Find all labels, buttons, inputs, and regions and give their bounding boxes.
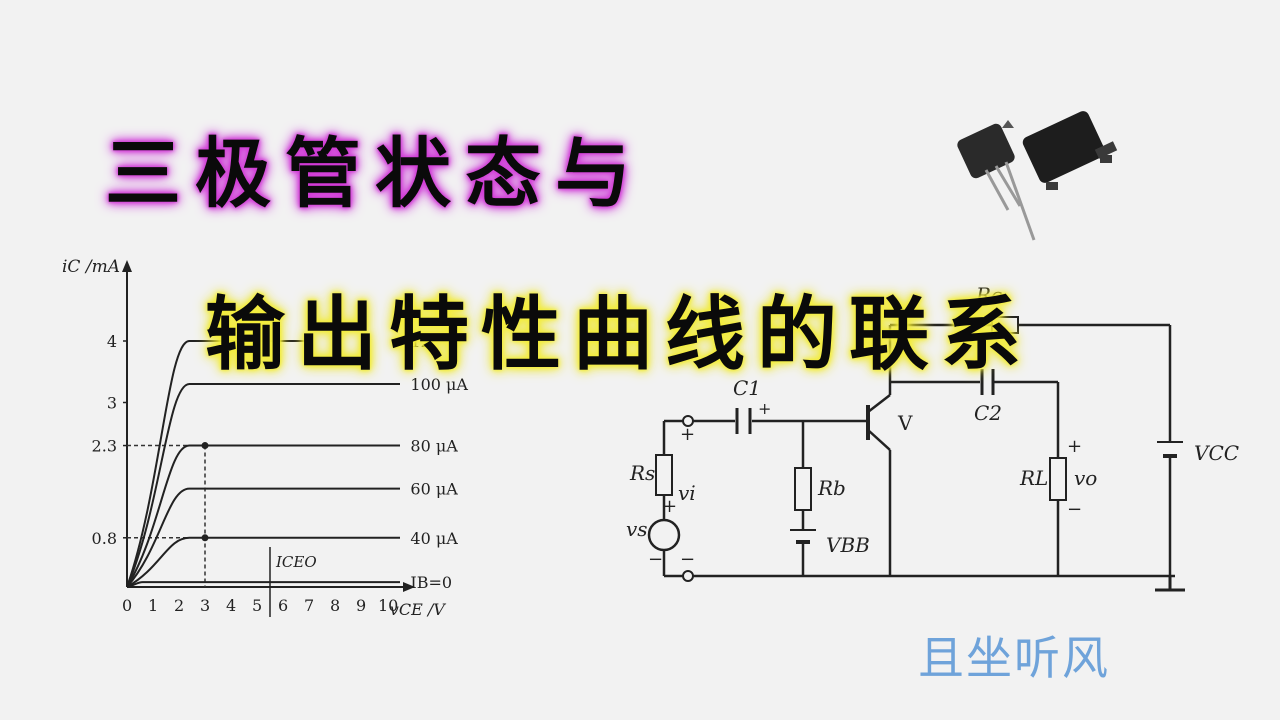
svg-text:−: − xyxy=(648,549,663,570)
x-tick-label: 1 xyxy=(148,596,158,615)
characteristic-curve xyxy=(126,536,400,588)
marked-point xyxy=(201,534,209,542)
characteristic-curve xyxy=(126,487,400,588)
c2-capacitor xyxy=(980,369,995,395)
y-axis-arrow xyxy=(122,260,132,272)
y-tick-label: 2.3 xyxy=(92,437,117,456)
label-rl: RL xyxy=(1019,466,1048,490)
iceo-label: ICEO xyxy=(275,553,317,571)
x-tick-label: 8 xyxy=(330,596,340,615)
x-tick-label: 7 xyxy=(304,596,314,615)
svg-text:+: + xyxy=(680,424,695,445)
label-rb: Rb xyxy=(817,476,846,500)
transistor-components-illustration xyxy=(957,111,1118,241)
label-c2: C2 xyxy=(974,401,1002,425)
c1-capacitor xyxy=(735,408,752,434)
svg-text:−: − xyxy=(1067,499,1082,520)
label-vo: vo xyxy=(1074,466,1097,490)
title-line-1: 三极管状态与 xyxy=(105,129,645,218)
to92-transistor-icon xyxy=(957,120,1036,241)
rs-resistor xyxy=(655,454,673,496)
label-vi: vi xyxy=(678,481,696,505)
svg-text:+: + xyxy=(662,496,677,517)
curve-label: 80 μA xyxy=(410,437,458,456)
rc-resistor xyxy=(991,316,1019,334)
rl-resistor xyxy=(1049,457,1067,501)
author-watermark: 且坐听风 xyxy=(918,631,1110,685)
x-tick-label: 0 xyxy=(122,596,132,615)
label-c1: C1 xyxy=(733,376,761,400)
curve-label: IB=0 xyxy=(410,573,452,592)
input-terminal-bottom xyxy=(682,570,694,582)
input-terminal-top xyxy=(682,415,694,427)
label-vcc: VCC xyxy=(1194,441,1239,465)
sot23-transistor-icon xyxy=(1022,111,1118,190)
x-tick-label: 3 xyxy=(200,596,210,615)
y-tick-label: 3 xyxy=(107,394,117,413)
x-tick-label: 2 xyxy=(174,596,184,615)
title-line-2: 输出特性曲线的联系 xyxy=(205,288,1033,381)
vcc-battery xyxy=(1157,441,1183,458)
curve-label: 40 μA xyxy=(410,529,458,548)
y-tick-label: 0.8 xyxy=(92,529,117,548)
label-rs: Rs xyxy=(629,461,655,485)
marked-point xyxy=(201,442,209,450)
vbb-battery xyxy=(790,529,816,544)
x-tick-label: 10 xyxy=(378,596,398,615)
characteristic-curve xyxy=(126,340,309,588)
x-tick-label: 4 xyxy=(226,596,236,615)
x-tick-label: 9 xyxy=(356,596,366,615)
label-vs: vs xyxy=(626,517,648,541)
x-tick-label: 5 xyxy=(252,596,262,615)
label-transistor: V xyxy=(897,411,913,435)
common-emitter-circuit-diagram: C1 C2 Rc Rs Rb RL VBB VCC vi vs vo V + +… xyxy=(626,283,1239,592)
svg-text:−: − xyxy=(680,549,695,570)
x-tick-label: 6 xyxy=(278,596,288,615)
curve-label: 12 xyxy=(410,332,430,351)
characteristic-curve xyxy=(126,444,400,588)
x-axis-label: vCE /V xyxy=(390,600,446,619)
y-axis-label: iC /mA xyxy=(62,257,120,277)
curve-label: 60 μA xyxy=(410,480,458,499)
rb-resistor xyxy=(794,467,812,511)
characteristic-curve xyxy=(126,581,400,588)
curve-label: 100 μA xyxy=(410,375,468,394)
y-tick-label: 4 xyxy=(107,332,117,351)
svg-text:+: + xyxy=(1067,436,1082,457)
x-axis-arrow xyxy=(403,582,415,592)
vs-source xyxy=(647,518,681,552)
label-rc: Rc xyxy=(975,283,1002,307)
label-vbb: VBB xyxy=(826,533,870,557)
characteristic-curve xyxy=(126,383,400,588)
svg-text:+: + xyxy=(758,399,771,418)
ground-symbol xyxy=(1155,576,1185,592)
